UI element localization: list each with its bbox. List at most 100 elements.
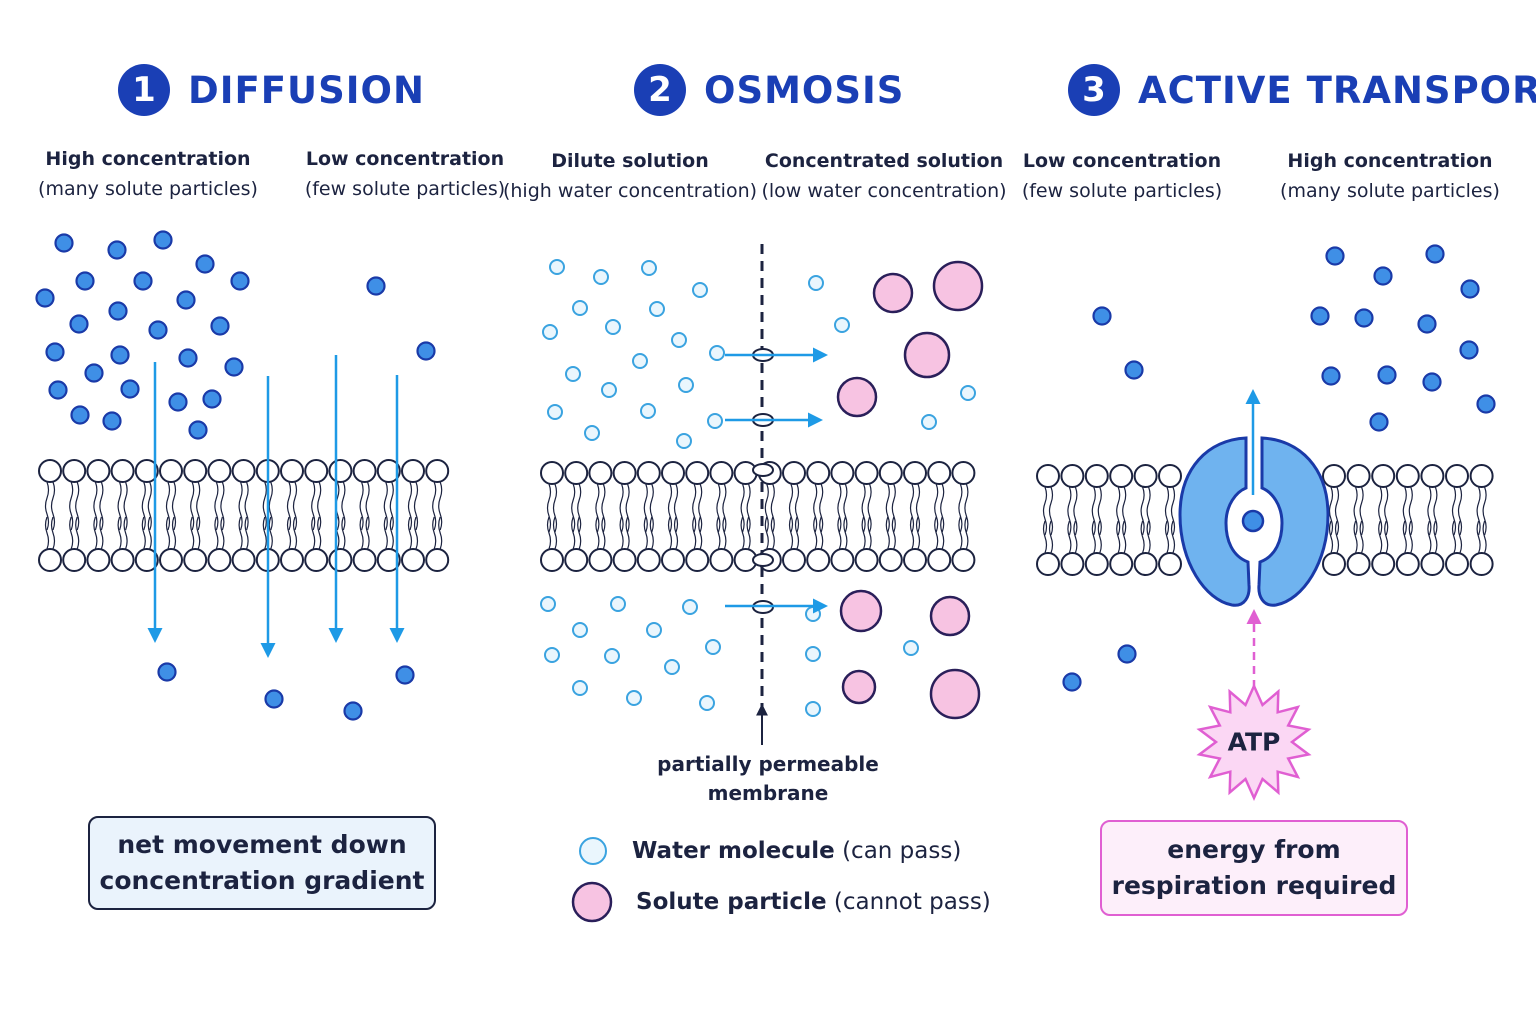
lipid-tail [268, 516, 273, 550]
solute-particle [108, 301, 128, 321]
water-molecule [565, 366, 581, 382]
phospholipid-head [425, 548, 450, 572]
lipid-tail [746, 516, 751, 550]
solute-particle [1325, 246, 1345, 266]
water-molecule [649, 301, 665, 317]
phospholipid-head [830, 461, 855, 485]
solute-particle [107, 240, 127, 260]
phospholipid-head [806, 548, 831, 572]
lipid-tail [940, 483, 945, 533]
lipid-tail [885, 516, 890, 550]
lipid-tail [915, 516, 921, 550]
phospholipid-head [86, 548, 111, 572]
phospholipid-head [1371, 552, 1396, 576]
lipid-tail [165, 481, 171, 531]
phospholipid-head [62, 548, 87, 572]
water-molecule [540, 596, 556, 612]
lipid-tail [359, 481, 364, 531]
phospholipid-head [1420, 464, 1445, 488]
phospholipid-head [1084, 552, 1109, 576]
lipid-tail [1067, 486, 1072, 536]
lipid-tail [601, 483, 606, 533]
phospholipid-head [401, 459, 425, 483]
phospholipid-head [1158, 464, 1182, 488]
lipid-tail [1042, 486, 1048, 536]
solute-particle [70, 405, 90, 425]
solute-particle [54, 233, 74, 253]
lipid-tail [673, 483, 679, 533]
phospholipid-head [207, 548, 232, 572]
water-molecule [626, 690, 642, 706]
active-transport-heading: ACTIVE TRANSPORT [1138, 68, 1536, 112]
lipid-tail [383, 481, 388, 531]
lipid-tail [171, 516, 177, 550]
solute-particle [1369, 412, 1389, 432]
lipid-tail [1146, 486, 1151, 536]
lipid-tail [625, 516, 630, 550]
solute-particle [69, 314, 89, 334]
lipid-tail [1091, 520, 1096, 554]
solute-particle [35, 288, 55, 308]
lipid-tail [867, 483, 872, 533]
lipid-tail [1433, 486, 1438, 536]
lipid-tail [1164, 520, 1170, 554]
carrier-protein-right-half [1257, 436, 1330, 607]
lipid-tail [1334, 520, 1340, 554]
lipid-tail [190, 481, 195, 531]
lipid-tail [843, 483, 848, 533]
phospholipid-head [588, 548, 613, 572]
lipid-tail [1457, 520, 1463, 554]
phospholipid-head [806, 461, 831, 485]
lipid-tail [891, 483, 896, 533]
phospholipid-head [636, 461, 661, 485]
lipid-tail [698, 483, 703, 533]
phospholipid-head [159, 459, 183, 483]
transported-particle [1241, 509, 1265, 533]
step-2-badge: 2 [634, 64, 686, 116]
phospholipid-head [1133, 552, 1158, 576]
diffusion-high-concentration-label: High concentration (many solute particle… [38, 148, 258, 200]
solute-particle [1422, 372, 1442, 392]
lipid-tail [1482, 486, 1487, 536]
lipid-tail [1170, 486, 1176, 536]
lipid-tail [1359, 520, 1364, 554]
solute-particle [48, 380, 68, 400]
lipid-tail [819, 483, 824, 533]
water-molecule [601, 382, 617, 398]
lipid-tail [746, 483, 751, 533]
phospholipid-head [1036, 464, 1060, 488]
water-molecule [676, 433, 692, 449]
phospholipid-head [1469, 552, 1494, 576]
lipid-tail [891, 516, 896, 550]
lipid-tail [1073, 520, 1078, 554]
lipid-bilayer [38, 459, 450, 572]
lipid-tail [1353, 520, 1358, 554]
lipid-tail [75, 481, 80, 531]
water-molecule [707, 413, 723, 429]
phospholipid-head [540, 461, 564, 485]
phospholipid-head [231, 459, 256, 483]
lipid-tail [577, 516, 582, 550]
lipid-tail [262, 481, 267, 531]
lipid-tail [220, 481, 225, 531]
phospholipid-head [1445, 552, 1469, 576]
lipid-tail [794, 483, 800, 533]
phospholipid-head [304, 548, 329, 572]
lipid-tail [643, 483, 648, 533]
solute-particle [75, 271, 95, 291]
membrane-layer [38, 244, 1494, 710]
solute-particle-large [903, 331, 951, 379]
water-molecule [572, 680, 588, 696]
water-molecule [960, 385, 976, 401]
solute-particle [1117, 644, 1137, 664]
solute-particle-large [836, 376, 878, 418]
solute-particle-large [839, 589, 883, 633]
lipid-tail [571, 483, 576, 533]
lipid-tail [643, 516, 648, 550]
lipid-tail [438, 481, 443, 531]
lipid-tail [716, 516, 721, 550]
lipid-tail [958, 516, 963, 550]
osmosis-title: 2 OSMOSIS [634, 64, 904, 116]
lipid-tail [649, 516, 654, 550]
lipid-tail [1048, 486, 1054, 536]
